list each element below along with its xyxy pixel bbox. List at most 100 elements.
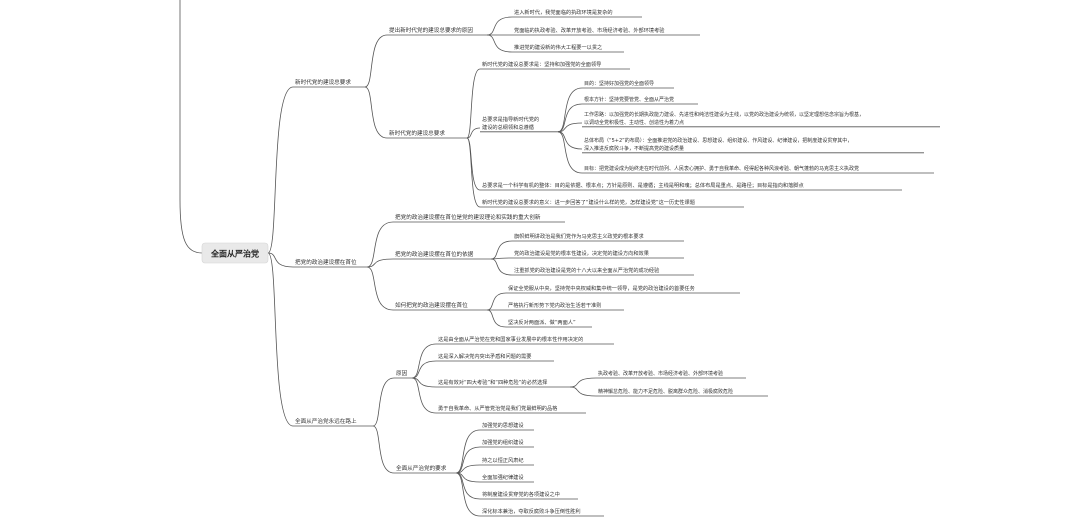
subtopic-node[interactable]: 将制度建设贯穿党的各项建设之中 [480,490,578,500]
detail-node-line: 以调动全党积极性、主动性、创造性为着力点 [584,119,684,126]
subtopic-node-line: 总要求是指导新时代党的 [482,115,539,123]
subtopic-node-text: 总要求是一个科学有机的整体：目的是依据、根本点；方针是原则、是遵循；主线是明和魂… [482,181,804,189]
subtopic-node[interactable]: 新时代党的建设总要求是：坚持和加强党的全面领导 [480,60,630,70]
subtopic-node-text: 保证全党服从中央，坚持党中央权威和集中统一领导，是党的政治建设的首要任务 [508,284,695,292]
subtopic-node-text: 注重抓党的政治建设是党的十八大以来全面从严治党的成功经验 [514,266,660,274]
detail-node[interactable]: 执政考验、改革开放考验、市场经济考验、外部环境考验 [596,370,746,379]
connector-section-to-topic [364,86,388,139]
subtopic-node[interactable]: 加强党的思想建设 [480,421,534,431]
topic-node[interactable]: 全面从严治党的要求 [394,464,456,474]
connector-section-to-topic [366,266,394,311]
subtopic-node[interactable]: 全面加强纪律建设 [480,473,534,483]
topic-node-text: 把党的政治建设摆在首位的依据 [395,250,474,258]
subtopic-node[interactable]: 注重抓党的政治建设是党的十八大以来全面从严治党的成功经验 [512,266,694,276]
subtopic-node[interactable]: 严格执行新形势下党内政治生活若干准则 [506,301,624,311]
detail-node[interactable]: 总体布局（“5+2”的布局）：全面推进党的政治建设、思想建设、组织建设、作风建设… [582,137,924,154]
subtopic-node[interactable]: 深化标本兼治，夺取反腐败斗争压倒性胜利 [480,507,604,517]
detail-node[interactable]: 根本方针：坚持党要管党、全面从严治党 [582,96,698,105]
connector-topic-to-subtopic [486,16,513,36]
subtopic-node[interactable]: 坚决反对两面派、做“两面人” [506,318,592,328]
subtopic-node[interactable]: 总要求是指导新时代党的建设的总纲领和总遵循 [480,115,558,133]
subtopic-node-text: 将制度建设贯穿党的各项建设之中 [482,490,560,498]
subtopic-node[interactable]: 加强党的组织建设 [480,438,534,448]
subtopic-node-text: 加强党的组织建设 [482,438,524,446]
topic-node[interactable]: 把党的政治建设摆在首位是党的建设理论和实践的重大创新 [393,213,565,223]
connector-root-to-section [267,252,294,268]
connector-lines [179,0,597,517]
subtopic-node-text: 党面临的执政考验、改革开放考验、市场经济考验、外部环境考验 [514,26,665,34]
connector-topic-to-subtopic [486,292,507,311]
detail-node-text: 精神懈怠危险、能力不足危险、脱离群众危险、消极腐败危险 [598,388,733,395]
connector-section-to-topic [364,34,388,88]
subtopic-node-text: 坚决反对两面派、做“两面人” [508,318,576,326]
connector-section-to-topic [366,221,394,268]
detail-node-text: 目标：把党建设成为始终走在时代前列、人民衷心拥护、勇于自我革命、经得起各种风浪考… [584,165,859,172]
subtopic-node[interactable]: 党的政治建设是党的根本性建设，决定党的建设方向和效果 [512,249,684,259]
detail-node-line: 总体布局（“5+2”的布局）：全面推进党的政治建设、思想建设、组织建设、作风建设… [584,137,852,144]
subtopic-node-text: 党的政治建设是党的根本性建设，决定党的建设方向和效果 [514,249,649,257]
topic-node-text: 提出新时代党的建设总要求的原因 [389,26,473,34]
topic-node[interactable]: 如何把党的政治建设摆在首位 [393,301,487,311]
topic-node[interactable]: 提出新时代党的建设总要求的原因 [387,26,487,36]
connector-topic-to-subtopic [455,472,481,500]
connector-topic-to-subtopic [466,68,481,139]
subtopic-node-text: 进入新时代，我党面临的执政环境是复杂的 [514,8,613,16]
topic-node-text: 把党的政治建设摆在首位是党的建设理论和实践的重大创新 [395,213,541,221]
subtopic-node[interactable]: 进入新时代，我党面临的执政环境是复杂的 [512,8,642,18]
section-node[interactable]: 全面从严治党永远在路上 [293,417,373,427]
subtopic-node[interactable]: 持之以恒正风肃纪 [480,456,534,466]
subtopic-node-text: 新时代党的建设总要求是：坚持和加强党的全面领导 [482,60,601,68]
connector-topic-to-subtopic [490,258,513,276]
connector-topic-to-subtopic [486,309,507,328]
detail-node[interactable]: 精神懈怠危险、能力不足危险、脱离群众危险、消极腐败危险 [596,388,768,397]
topic-node[interactable]: 原因 [394,370,412,379]
connector-subtopic-to-detail [557,131,583,174]
connector-section-to-topic [366,258,394,268]
subtopic-node[interactable]: 这是有效对“四大考验”和“四种危险”的必然选择 [436,378,570,388]
connector-topic-to-subtopic [466,137,481,208]
subtopic-node-text: 持之以恒正风肃纪 [482,456,524,464]
connector-subtopic-to-detail [557,87,583,133]
topic-node[interactable]: 新时代党的建设总要求 [387,129,467,139]
subtopic-node[interactable]: 勇于自我革命、从严管党治党是我们党最鲜明的品格 [436,404,586,414]
topic-node-text: 新时代党的建设总要求 [389,129,445,137]
subtopic-node[interactable]: 这是由全面从严治党在党和国家事业发展中的根本性作用决定的 [436,335,614,345]
subtopic-node-text: 深化标本兼治，夺取反腐败斗争压倒性胜利 [482,507,581,515]
topic-node[interactable]: 把党的政治建设摆在首位的依据 [393,250,491,260]
subtopic-node-text: 这是由全面从严治党在党和国家事业发展中的根本性作用决定的 [438,335,583,343]
subtopic-node[interactable]: 旗帜鲜明讲政治是我们党作为马克思主义政党的根本要求 [512,232,684,242]
section-node-text: 新时代党的建设总要求 [295,78,351,86]
subtopic-node-text: 勇于自我革命、从严管党治党是我们党最鲜明的品格 [438,404,558,412]
subtopic-node[interactable]: 保证全党服从中央，坚持党中央权威和集中统一领导，是党的政治建设的首要任务 [506,284,740,294]
connector-topic-to-subtopic [466,127,481,139]
connector-topic-to-subtopic [411,360,437,379]
subtopic-node-text: 总要求是指导新时代党的建设的总纲领和总遵循 [482,115,539,131]
root-node[interactable]: 全面从严治党 [201,242,269,264]
connector-topic-to-subtopic [455,429,481,474]
subtopic-node[interactable]: 总要求是一个科学有机的整体：目的是依据、根本点；方针是原则、是遵循；主线是明和魂… [480,181,902,191]
subtopic-node-text: 推进党的建设新的伟大工程要一以贯之 [514,43,602,51]
subtopic-node[interactable]: 推进党的建设新的伟大工程要一以贯之 [512,43,624,53]
connector-topic-to-subtopic [466,137,481,191]
detail-node-text: 根本方针：坚持党要管党、全面从严治党 [584,96,674,103]
section-node-text: 把党的政治建设摆在首位 [295,258,357,266]
detail-node[interactable]: 工作思路：以加强党的长期执政能力建设、先进性和纯洁性建设为主线，以党的政治建设为… [582,111,940,128]
section-node[interactable]: 新时代党的建设总要求 [293,78,365,88]
section-node[interactable]: 把党的政治建设摆在首位 [293,258,367,268]
detail-node-text: 执政考验、改革开放考验、市场经济考验、外部环境考验 [598,370,723,377]
connector-topic-to-subtopic [455,464,481,474]
mind-map-nodes: 全面从严治党 新时代党的建设总要求 提出新时代党的建设总要求的原因 进入新时代，我党面… [201,8,940,517]
connector-topic-to-subtopic [411,377,437,414]
detail-node-text: 总体布局（“5+2”的布局）：全面推进党的政治建设、思想建设、组织建设、作风建设… [584,137,852,152]
detail-node[interactable]: 目的：坚持好加强党的全面领导 [582,80,674,89]
connector-subtopic-to-detail [569,377,597,388]
subtopic-node[interactable]: 党面临的执政考验、改革开放考验、市场经济考验、外部环境考验 [512,26,700,36]
root-node-box [201,242,269,264]
detail-node[interactable]: 目标：把党建设成为始终走在时代前列、人民衷心拥护、勇于自我革命、经得起各种风浪考… [582,165,934,174]
connector-subtopic-to-detail [569,386,597,397]
topic-node-text: 原因 [396,370,408,377]
subtopic-node-text: 加强党的思想建设 [482,421,524,429]
subtopic-node[interactable]: 新时代党的建设总要求的意义：进一步回答了“建设什么样的党，怎样建设党”这一历史性… [480,198,744,208]
subtopic-node[interactable]: 这是深入解决党内突出矛盾和问题的需要 [436,352,554,362]
